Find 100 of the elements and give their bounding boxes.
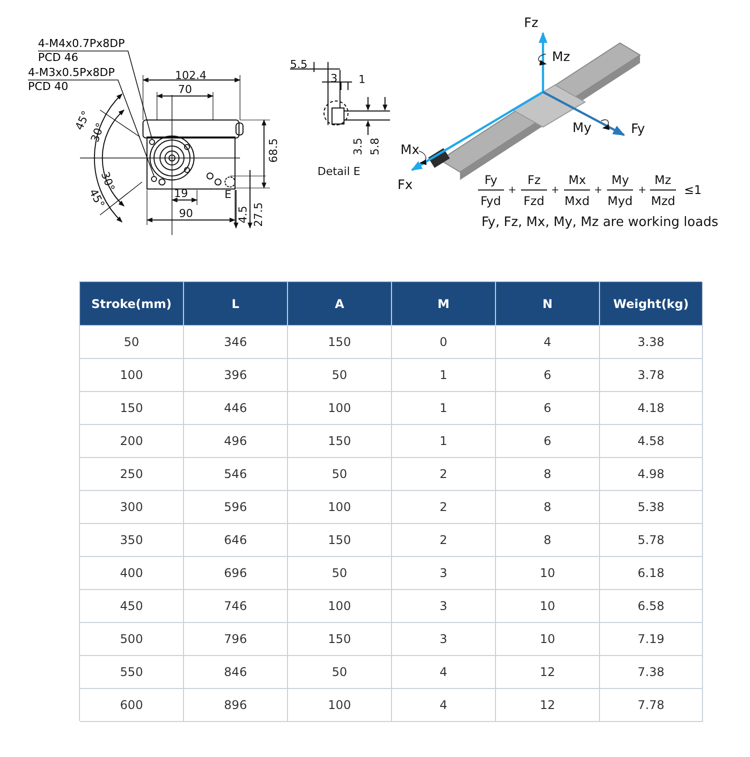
formula-term-label: Fy [484,174,498,186]
formula-term-label: Mzd [651,195,676,207]
table-cell: 596 [184,491,288,524]
dimension-label: 90 [179,208,193,218]
table-cell: 4 [392,689,496,722]
column-header: N [496,282,600,326]
table-cell: 6.18 [600,557,703,590]
table-cell: 8 [496,491,600,524]
table-cell: 8 [496,458,600,491]
formula-term-label: Myd [608,195,633,207]
table-cell: 100 [80,359,184,392]
table-cell: 10 [496,623,600,656]
table-cell: 550 [80,656,184,689]
bolt-hole [149,139,155,145]
force-label-label: Fy [631,122,645,136]
angle-dimension-label: 45° [74,108,92,132]
detail-caption-label: Detail E [318,166,360,176]
table-cell: 2 [392,491,496,524]
table-cell: 100 [288,689,392,722]
table-cell: 50 [288,557,392,590]
pcd-note: PCD 40 [28,80,70,94]
table-cell: 1 [392,425,496,458]
formula-operator-label: + [551,186,560,196]
formula-term-label: My [612,174,629,186]
dimension-label: 1 [358,74,366,84]
table-cell: 7.19 [600,623,703,656]
table-cell: 2 [392,524,496,557]
thread-spec: 4-M4x0.7Px8DP [38,37,126,51]
table-cell: 200 [80,425,184,458]
force-label-label: Fx [398,178,413,192]
table-cell: 150 [288,326,392,359]
table-cell: 1 [392,359,496,392]
table-cell: 696 [184,557,288,590]
table-cell: 12 [496,689,600,722]
table-cell: 6 [496,425,600,458]
column-header: Stroke(mm) [80,282,184,326]
table-cell: 500 [80,623,184,656]
dimension-label: 27.5 [252,202,264,226]
table-cell: 7.78 [600,689,703,722]
table-cell: 300 [80,491,184,524]
table-cell: 846 [184,656,288,689]
table-cell: 4 [496,326,600,359]
dimension-label: 68.5 [267,138,278,162]
table-cell: 100 [288,590,392,623]
detail-marker-label: E [224,188,232,200]
table-cell: 150 [288,623,392,656]
table-cell: 10 [496,590,600,623]
table-cell: 10 [496,557,600,590]
table-cell: 150 [80,392,184,425]
table-cell: 5.78 [600,524,703,557]
table-cell: 50 [288,359,392,392]
bolt-hole [151,176,157,182]
table-cell: 4 [392,656,496,689]
thread-spec: 4-M3x0.5Px8DP [28,66,116,80]
table-cell: 50 [288,656,392,689]
angle-dimension-label: 30° [89,120,106,144]
table-cell: 3 [392,623,496,656]
dimension-label: 4.5 [237,205,248,223]
formula-operator-label: + [508,186,516,196]
table-cell: 546 [184,458,288,491]
table-cell: 3.38 [600,326,703,359]
pcd-note: PCD 46 [38,51,80,65]
table-cell: 150 [288,524,392,557]
table-cell: 5.38 [600,491,703,524]
leader-line [28,80,154,176]
table-cell: 12 [496,656,600,689]
formula-operator-label: + [638,186,646,196]
table-cell: 50 [80,326,184,359]
table-cell: 7.38 [600,656,703,689]
moment-label-label: Mx [400,144,420,156]
table-cell: 396 [184,359,288,392]
table-cell: 1 [392,392,496,425]
column-header: Weight(kg) [600,282,703,326]
formula-term-label: Mxd [564,195,590,207]
table-cell: 446 [184,392,288,425]
table-cell: 0 [392,326,496,359]
column-header: M [392,282,496,326]
table-cell: 3 [392,557,496,590]
table-cell: 4.18 [600,392,703,425]
table-cell: 250 [80,458,184,491]
table-cell: 746 [184,590,288,623]
table-cell: 896 [184,689,288,722]
table-cell: 350 [80,524,184,557]
column-header: A [288,282,392,326]
table-cell: 3.78 [600,359,703,392]
table-cell: 6 [496,359,600,392]
table-cell: 796 [184,623,288,656]
table-cell: 346 [184,326,288,359]
table-cell: 4.58 [600,425,703,458]
table-cell: 100 [288,491,392,524]
formula-term-label: Fz [528,174,541,186]
formula-term-label: Mx [568,174,586,186]
dimension-label: 5.5 [290,58,308,70]
formula-operator-label: + [594,186,602,196]
table-cell: 8 [496,524,600,557]
table-cell: 50 [288,458,392,491]
leader-line [38,50,152,140]
formula-term-label: Mz [654,174,672,186]
moment-label-label: Mz [552,50,570,64]
table-cell: 646 [184,524,288,557]
